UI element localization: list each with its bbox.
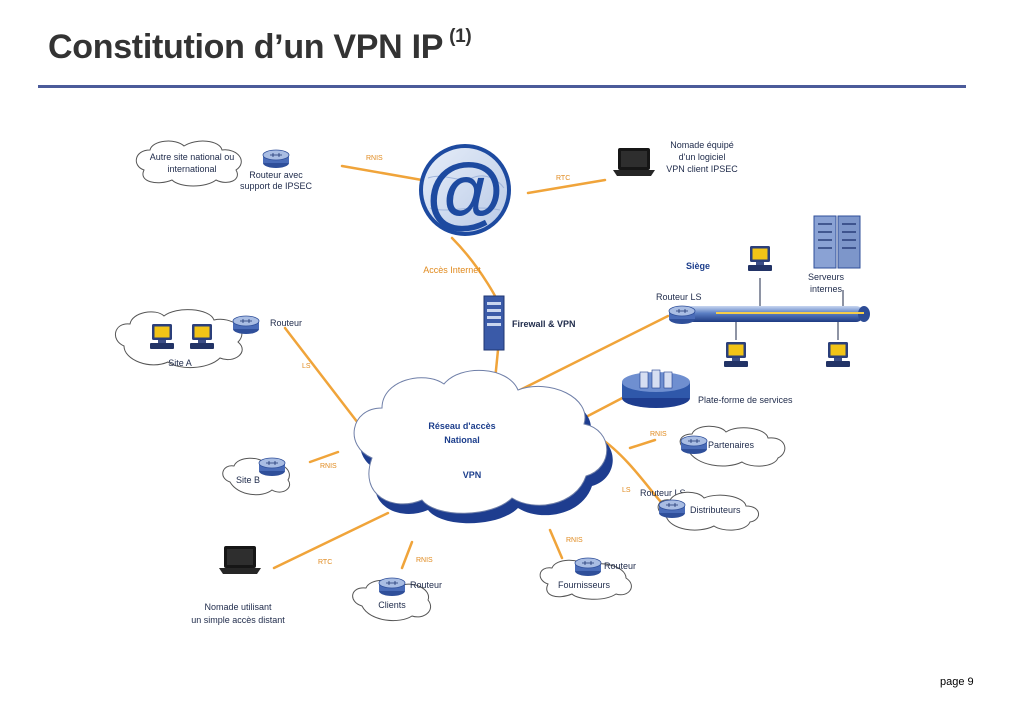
label-nomade-distant-2: un simple accès distant [191, 615, 285, 625]
firewall-server-icon [483, 295, 505, 351]
label-rnis-1: RNIS [366, 155, 383, 162]
computer-icon [150, 324, 174, 349]
label-serveurs-1: Serveurs [808, 272, 845, 282]
router-icon [258, 457, 286, 477]
label-rnis-4: RNIS [416, 557, 433, 564]
link-clients-cloud [400, 540, 414, 570]
central-cloud: Réseau d'accès National VPN [353, 370, 613, 524]
servers-rack-icon [813, 215, 861, 269]
computer-icon [748, 246, 772, 271]
label-siege: Siège [686, 261, 710, 271]
computer-icon [190, 324, 214, 349]
label-site-b: Site B [236, 475, 260, 485]
router-icon [574, 557, 602, 577]
label-firewall: Firewall & VPN [512, 319, 576, 329]
page-title: Constitution d’un VPN IP(1) [48, 26, 472, 67]
label-autre-site-2: international [167, 164, 216, 174]
label-rnis-3: RNIS [320, 463, 337, 470]
label-nomade-ipsec-1: Nomade équipé [670, 140, 734, 150]
label-rnis-5: RNIS [566, 537, 583, 544]
label-routeur-clients: Routeur [410, 580, 442, 590]
cloud-clients [352, 579, 432, 622]
label-acces-internet: Accès Internet [423, 265, 481, 275]
link-fournisseurs-cloud [548, 528, 564, 560]
label-autre-site-1: Autre site national ou [150, 152, 235, 162]
label-routeur-ls-dist: Routeur LS [640, 488, 686, 498]
label-plateforme: Plate-forme de services [698, 395, 793, 405]
link-sitea-cloud [283, 326, 370, 438]
label-ls-1: LS [302, 363, 311, 370]
label-nomade-ipsec-2: d'un logiciel [679, 152, 726, 162]
label-fournisseurs: Fournisseurs [558, 580, 611, 590]
plateforme-services-icon [622, 369, 690, 408]
label-routeur-ipsec-1: Routeur avec [249, 170, 303, 180]
link-siteb-cloud [308, 450, 340, 464]
title-text: Constitution d’un VPN IP [48, 28, 444, 66]
laptop-icon [613, 148, 655, 176]
router-icon [232, 315, 260, 335]
vpn-diagram: Réseau d'accès National VPN @ Accès Inte… [115, 140, 870, 625]
cloud-partenaires [679, 425, 786, 467]
label-routeur-ipsec-2: support de IPSEC [240, 181, 313, 191]
label-nomade-distant-1: Nomade utilisant [204, 602, 272, 612]
label-partenaires: Partenaires [708, 440, 755, 450]
router-icon [658, 499, 686, 519]
router-icon [262, 149, 290, 169]
label-nomade-ipsec-3: VPN client IPSEC [666, 164, 738, 174]
computer-icon [826, 342, 850, 367]
label-reseau-line1: Réseau d'accès [428, 421, 495, 431]
label-serveurs-2: internes [810, 284, 843, 294]
label-routeur-fournisseurs: Routeur [604, 561, 636, 571]
internet-globe: @ [419, 144, 511, 236]
label-routeur-site-a: Routeur [270, 318, 302, 328]
label-site-a: Site A [168, 358, 192, 368]
router-icon [680, 435, 708, 455]
cloud-autre-site: Autre site national ou international [135, 140, 242, 187]
page-number: page 9 [940, 676, 974, 688]
label-distributeurs: Distributeurs [690, 505, 741, 515]
title-divider [38, 85, 966, 88]
link-nomade-cloud [272, 511, 390, 570]
siege-backbone [678, 306, 870, 322]
label-routeur-ls-siege: Routeur LS [656, 292, 702, 302]
label-rtc-1: RTC [556, 175, 570, 182]
router-icon [668, 305, 696, 325]
label-vpn: VPN [463, 470, 482, 480]
link-partenaires-cloud [628, 438, 657, 450]
cloud-fournisseurs [539, 559, 632, 600]
label-rnis-2: RNIS [650, 431, 667, 438]
link-internet-site [340, 164, 424, 182]
label-ls-2: LS [622, 487, 631, 494]
label-reseau-line2: National [444, 435, 480, 445]
label-clients: Clients [378, 600, 406, 610]
laptop-icon [219, 546, 261, 574]
title-superscript: (1) [449, 26, 472, 47]
computer-icon [724, 342, 748, 367]
link-cloud-siege [518, 314, 670, 392]
link-internet-nomade [526, 178, 607, 195]
at-icon: @ [426, 147, 504, 236]
links [272, 164, 670, 570]
label-rtc-2: RTC [318, 559, 332, 566]
router-icon [378, 577, 406, 597]
